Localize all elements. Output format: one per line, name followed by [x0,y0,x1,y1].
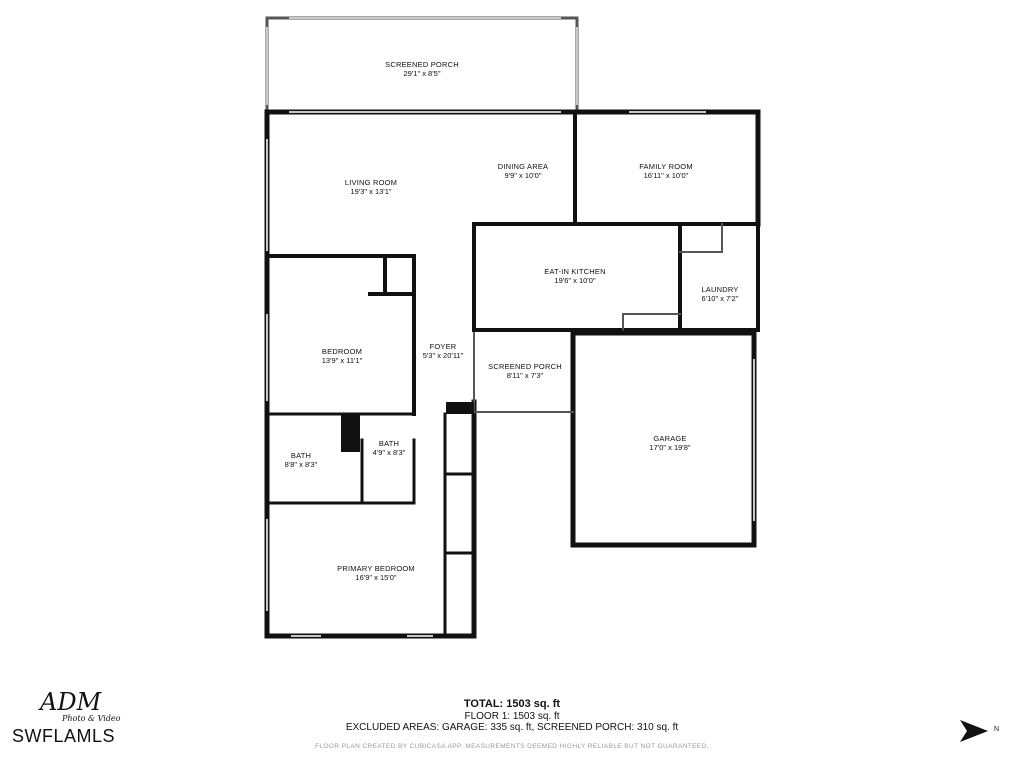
room-label-screened-porch-mid: SCREENED PORCH 8'11" x 7'3" [477,362,573,380]
total-area: TOTAL: 1503 sq. ft [463,698,561,710]
room-dims: 8'11" x 7'3" [506,371,544,380]
brand-logo: ADM Photo & Video SWFLAMLS [12,688,132,758]
wall-living-bedroom [265,254,416,416]
logo-script: ADM [40,688,102,716]
room-label-bath-2: BATH 4'9" x 8'3" [364,439,414,457]
room-dims: 9'9" x 10'0" [504,171,542,180]
wall-porch-mid [473,332,574,413]
room-dims: 16'11" x 10'0" [643,171,689,180]
logo-wordmark: SWFLAMLS [12,726,116,746]
room-label-bath-1: BATH 8'8" x 8'3" [275,451,327,469]
room-dims: 13'9" x 11'1" [321,356,363,365]
room-name: FAMILY ROOM [639,162,693,171]
room-label-garage: GARAGE 17'0" x 19'8" [620,434,720,452]
room-name: BATH [290,451,312,460]
room-name: BATH [378,439,400,448]
room-name: SCREENED PORCH [488,362,562,371]
room-name: FOYER [429,342,457,351]
room-dims: 16'9" x 15'0" [355,573,397,582]
wall-kitchen [472,110,760,332]
room-label-screened-porch-top: SCREENED PORCH 29'1" x 8'5" [322,60,522,78]
north-arrow: N [958,716,1008,746]
compass-label: N [994,726,1000,733]
room-dims: 6'10" x 7'2" [701,294,739,303]
room-name: EAT-IN KITCHEN [544,267,606,276]
excluded-areas: EXCLUDED AREAS: GARAGE: 335 sq. ft, SCRE… [345,722,679,733]
room-dims: 29'1" x 8'5" [403,69,441,78]
room-name: BEDROOM [321,347,363,356]
logo-subtitle: Photo & Video [62,714,121,723]
room-label-family-room: FAMILY ROOM 16'11" x 10'0" [616,162,716,180]
room-label-foyer: FOYER 5'3" x 20'11" [413,342,473,360]
room-name: DINING AREA [497,162,549,171]
windows [266,17,755,637]
plan-credit: FLOOR PLAN CREATED BY CUBICASA APP. MEAS… [315,743,709,750]
room-dims: 5'3" x 20'11" [422,351,464,360]
room-name: GARAGE [653,434,687,443]
room-label-bedroom: BEDROOM 13'9" x 11'1" [302,347,382,365]
room-dims: 4'9" x 8'3" [372,448,406,457]
room-name: LIVING ROOM [344,178,398,187]
counter-kitchen [622,313,681,331]
room-name: LAUNDRY [701,285,739,294]
compass-arrow-icon [960,720,988,742]
room-label-dining-area: DINING AREA 9'9" x 10'0" [473,162,573,180]
room-label-eat-in-kitchen: EAT-IN KITCHEN 19'6" x 10'0" [525,267,625,285]
wall-hall-closets [443,412,476,638]
walls [264,16,761,639]
room-dims: 19'3" x 13'1" [350,187,392,196]
room-name: SCREENED PORCH [385,60,459,69]
wall-bath-row [265,412,416,505]
room-label-primary-bedroom: PRIMARY BEDROOM 16'9" x 15'0" [326,564,426,582]
column-block [446,402,474,414]
floor-area: FLOOR 1: 1503 sq. ft [464,711,560,722]
room-label-laundry: LAUNDRY 6'10" x 7'2" [690,285,750,303]
closet-block [341,414,360,452]
room-dims: 19'6" x 10'0" [554,276,596,285]
room-dims: 8'8" x 8'3" [284,460,318,469]
wall-laundry [679,223,723,253]
room-label-living-room: LIVING ROOM 19'3" x 13'1" [291,178,451,196]
room-dims: 17'0" x 19'8" [649,443,691,452]
room-name: PRIMARY BEDROOM [337,564,415,573]
wall-garage [570,330,757,548]
